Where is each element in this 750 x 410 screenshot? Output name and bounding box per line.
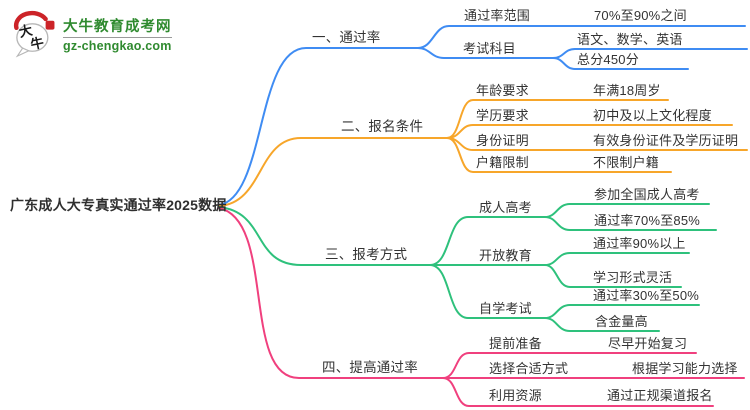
branch-2-child-1-leaf-1: 年满18周岁 — [593, 83, 661, 98]
connector-path — [417, 25, 746, 49]
branch-3-child-3-leaf-2: 含金量高 — [595, 314, 648, 329]
branch-3-connectors — [218, 203, 717, 332]
connector-path — [544, 252, 690, 266]
connector-path — [442, 377, 714, 407]
branch-3-label: 三、报考方式 — [325, 247, 408, 262]
branch-2-child-2-leaf-1: 初中及以上文化程度 — [593, 108, 712, 123]
connector-path — [218, 206, 431, 266]
branch-4-connectors — [218, 207, 745, 407]
daniu-bubble-icon: 大 牛 — [13, 10, 55, 58]
branch-4-child-2-leaf-1: 根据学习能力选择 — [632, 361, 738, 376]
connector-path — [544, 317, 660, 332]
branch-1-connectors — [218, 25, 748, 206]
connector-path — [417, 47, 554, 59]
logo-char-2: 牛 — [29, 34, 45, 52]
connector-path — [218, 47, 419, 206]
branch-4-child-3-leaf-1: 通过正规渠道报名 — [607, 388, 713, 403]
branch-3-child-1: 成人高考 — [479, 200, 532, 215]
branch-2-label: 二、报名条件 — [341, 119, 424, 134]
branch-3-child-3: 自学考试 — [479, 301, 532, 316]
speech-bubble-icon — [16, 23, 49, 52]
logo-title: 大牛教育成考网 — [63, 19, 172, 35]
red-arc-icon — [13, 10, 48, 31]
connector-path — [218, 207, 444, 379]
logo-text-block: 大牛教育成考网 gz-chengkao.com — [63, 15, 172, 53]
branch-1-child-2-leaf-2: 总分450分 — [577, 52, 639, 67]
connector-path — [544, 264, 682, 288]
branch-2-child-1: 年龄要求 — [476, 83, 529, 98]
connector-path — [552, 57, 689, 70]
branch-3-child-2-leaf-1: 通过率90%以上 — [593, 236, 686, 251]
branch-1-label: 一、通过率 — [312, 30, 381, 45]
connector-path — [429, 216, 546, 266]
branch-3-child-3-leaf-1: 通过率30%至50% — [593, 288, 700, 303]
speech-bubble-tail — [15, 47, 31, 58]
branch-2-child-3: 身份证明 — [476, 133, 529, 148]
branch-1-child-2: 考试科目 — [463, 41, 516, 56]
branch-4-label: 四、提高通过率 — [322, 360, 418, 375]
connector-path — [544, 216, 717, 231]
central-topic: 广东成人大专真实通过率2025数据 — [10, 197, 227, 213]
logo-url: gz-chengkao.com — [63, 39, 172, 53]
connector-path — [446, 137, 672, 173]
branch-2-child-2: 学历要求 — [476, 108, 529, 123]
connector-path — [429, 264, 546, 319]
branch-2-child-4: 户籍限制 — [476, 155, 529, 170]
logo-char-1: 大 — [17, 21, 34, 40]
branch-4-child-2: 选择合适方式 — [489, 361, 569, 376]
branch-1-child-1: 通过率范围 — [464, 8, 531, 23]
branch-3-child-1-leaf-2: 通过率70%至85% — [594, 213, 701, 228]
logo-divider — [63, 37, 172, 38]
branch-3-child-2: 开放教育 — [479, 248, 532, 263]
branch-2-child-4-leaf-1: 不限制户籍 — [593, 155, 660, 170]
branch-2-connectors — [218, 99, 748, 207]
branch-1-child-1-leaf-1: 70%至90%之间 — [594, 8, 687, 23]
site-logo: 大 牛 大牛教育成考网 gz-chengkao.com — [12, 10, 172, 58]
branch-4-child-1-leaf-1: 尽早开始复习 — [608, 336, 688, 351]
branch-1-child-2-leaf-1: 语文、数学、英语 — [577, 32, 683, 47]
seal-icon — [45, 20, 55, 30]
branch-3-child-2-leaf-2: 学习形式灵活 — [593, 270, 673, 285]
branch-4-child-1: 提前准备 — [489, 336, 542, 351]
branch-3-child-1-leaf-1: 参加全国成人高考 — [594, 187, 700, 202]
branch-4-child-3: 利用资源 — [489, 388, 542, 403]
branch-2-child-3-leaf-1: 有效身份证件及学历证明 — [593, 133, 739, 148]
connector-path — [218, 137, 448, 207]
